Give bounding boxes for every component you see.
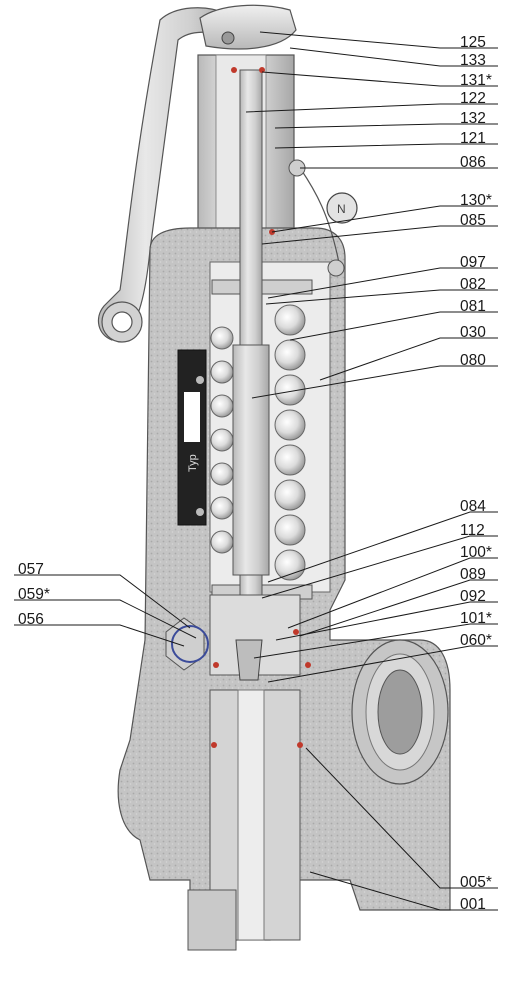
callout-082: 082 (460, 276, 486, 293)
callout-133: 133 (460, 52, 486, 69)
callout-085: 085 (460, 212, 486, 229)
callout-030: 030 (460, 324, 486, 341)
callout-092: 092 (460, 588, 486, 605)
callout-112: 112 (460, 522, 485, 539)
callout-056: 056 (18, 611, 44, 628)
seal-wire (299, 167, 341, 269)
valve-disc (235, 639, 263, 681)
callout-059: 059* (18, 586, 50, 603)
callout-132: 132 (460, 110, 486, 127)
callout-101: 101* (460, 610, 492, 627)
callout-125: 125 (460, 34, 486, 51)
callout-080: 080 (460, 352, 486, 369)
seal-lead (326, 192, 358, 224)
seal-rings (211, 67, 311, 748)
callout-086: 086 (460, 154, 486, 171)
callout-100: 100* (460, 544, 492, 561)
spindle-guide (232, 344, 270, 576)
lifting-lever (97, 7, 233, 343)
callout-089: 089 (460, 566, 486, 583)
callout-060: 060* (460, 632, 492, 649)
leader-lines (14, 31, 498, 911)
outlet-connection (351, 639, 449, 785)
callout-081: 081 (460, 298, 486, 315)
nameplate-text: Typ (187, 454, 199, 472)
lever-pin (221, 31, 235, 45)
callout-130: 130* (460, 192, 492, 209)
inlet-thread (187, 889, 237, 951)
nameplate (177, 349, 207, 526)
callout-005: 005* (460, 874, 492, 891)
callout-001: 001 (460, 896, 486, 913)
spring-coils (210, 304, 306, 581)
callout-084: 084 (460, 498, 486, 515)
callout-122: 122 (460, 90, 486, 107)
callout-131: 131* (460, 72, 492, 89)
callout-097: 097 (460, 254, 486, 271)
cap-head (199, 4, 297, 50)
seal-text: N (337, 202, 346, 216)
callout-121: 121 (460, 130, 486, 147)
callout-057: 057 (18, 561, 44, 578)
side-plug (165, 617, 209, 671)
